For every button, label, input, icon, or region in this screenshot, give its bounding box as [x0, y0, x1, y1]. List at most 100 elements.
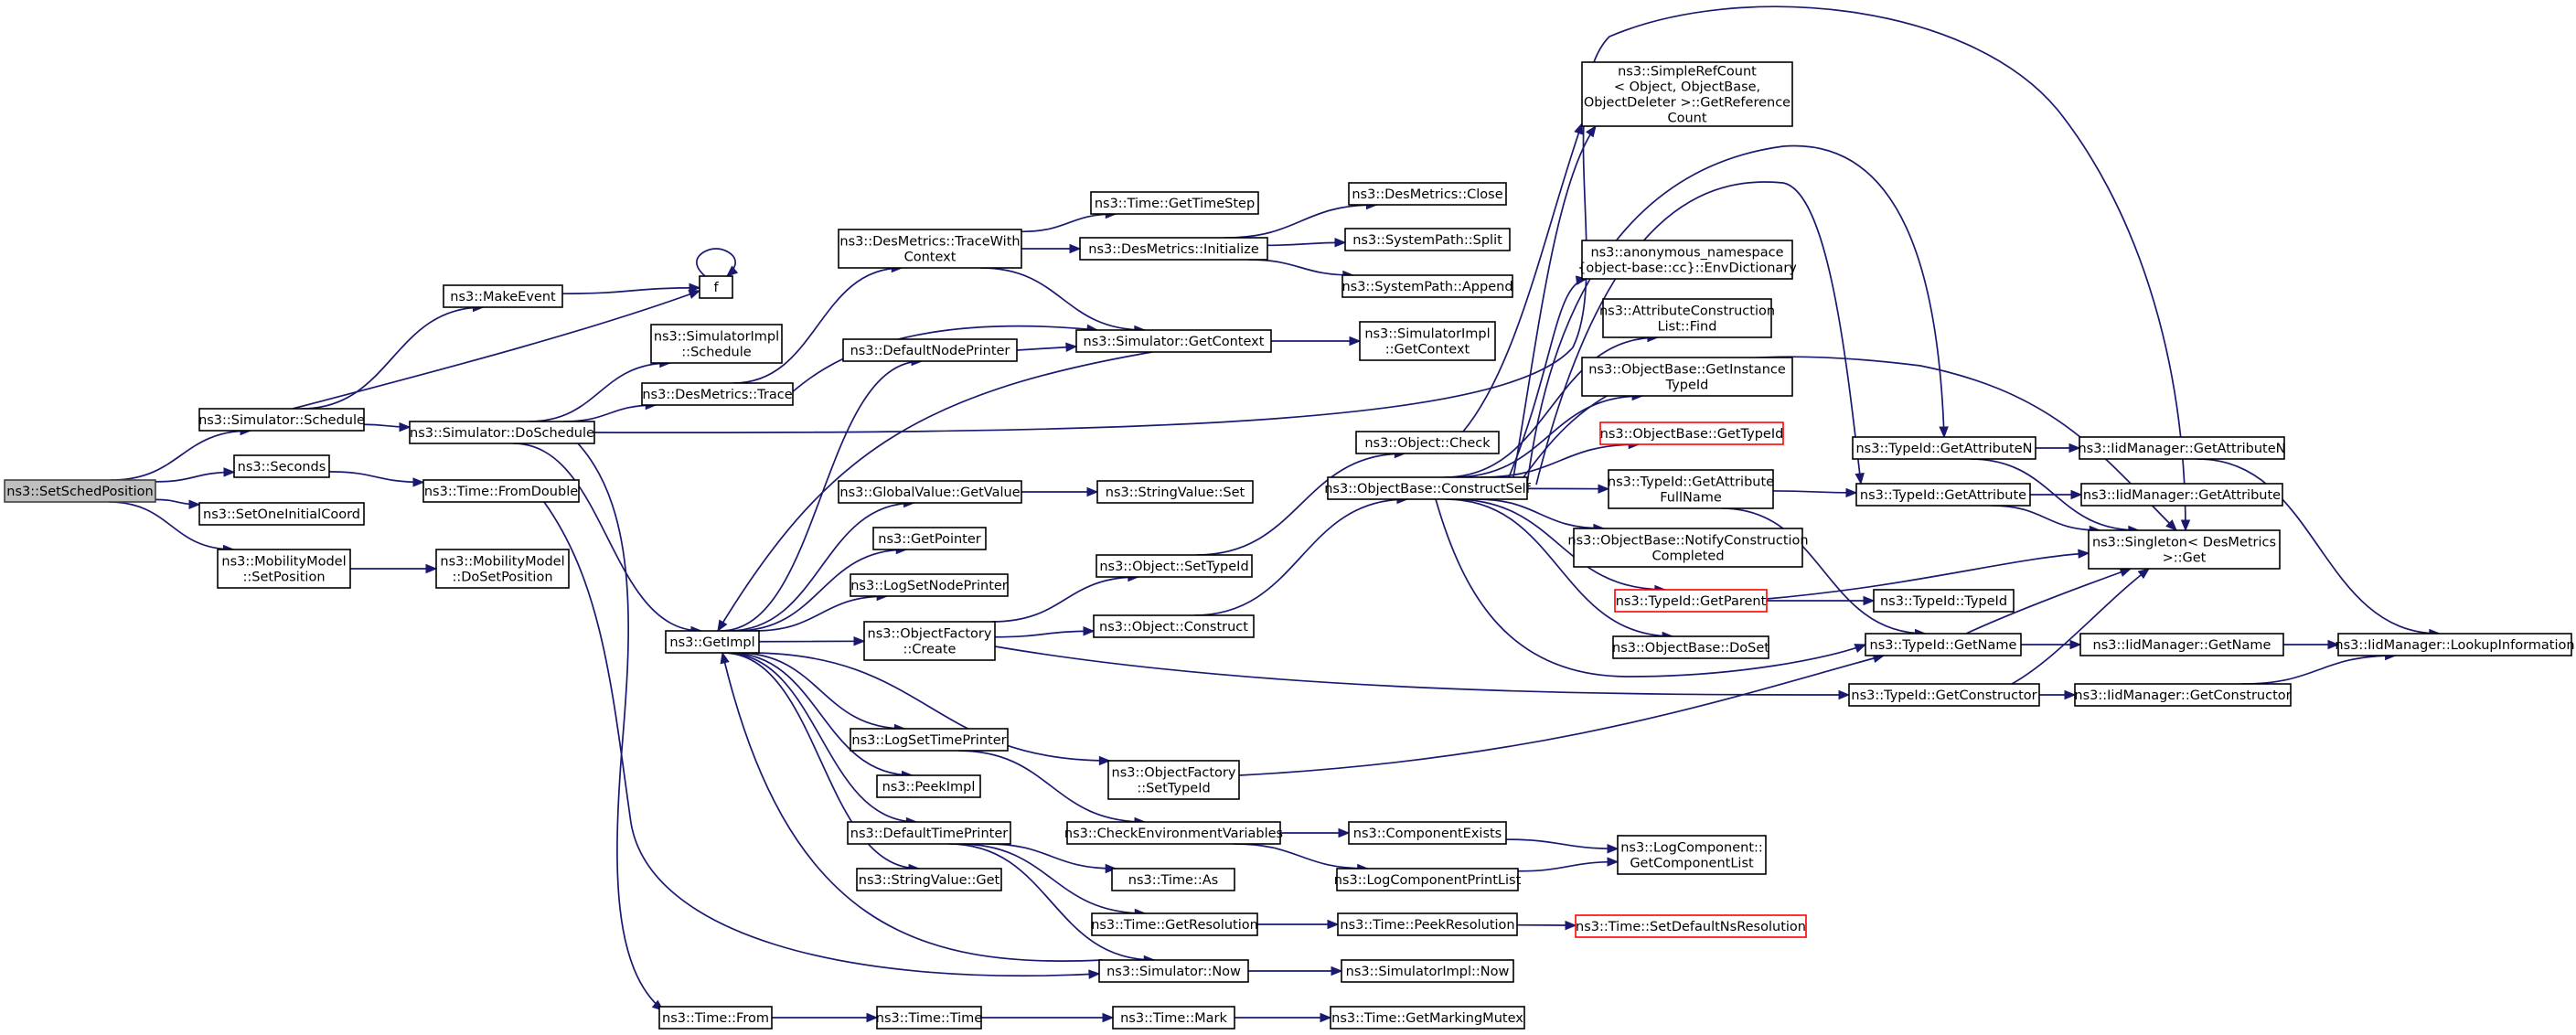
node-box — [198, 408, 365, 432]
node-box — [1602, 298, 1772, 338]
node-objectbase_notifyconstructioncompleted[interactable]: ns3::ObjectBase::NotifyConstructionCompl… — [1567, 528, 1809, 568]
node-simimpl_getcontext[interactable]: ns3::SimulatorImpl::GetContext — [1359, 321, 1496, 361]
edge-objectfactory_create-to-object_construct — [994, 630, 1095, 638]
node-time_as[interactable]: ns3::Time::As — [1111, 868, 1235, 891]
node-seconds[interactable]: ns3::Seconds — [233, 454, 330, 478]
node-setoneinitialcoord[interactable]: ns3::SetOneInitialCoord — [198, 502, 365, 526]
node-box — [2337, 633, 2572, 656]
node-objectbase_doset[interactable]: ns3::ObjectBase::DoSet — [1612, 635, 1769, 659]
edge-setschedposition-to-seconds-arrowhead — [223, 467, 236, 477]
node-systempath_append[interactable]: ns3::SystemPath::Append — [1341, 274, 1513, 298]
node-stringvalue_set[interactable]: ns3::StringValue::Set — [1096, 480, 1254, 504]
node-iidmanager_getattributen[interactable]: ns3::IidManager::GetAttributeN — [2078, 436, 2286, 460]
node-desmetrics_close[interactable]: ns3::DesMetrics::Close — [1348, 182, 1507, 206]
edge-typeid_getconstructor-to-singleton_get — [2011, 568, 2150, 685]
node-time_getmarkingmutex[interactable]: ns3::Time::GetMarkingMutex — [1330, 1006, 1525, 1030]
node-desmetrics_trace[interactable]: ns3::DesMetrics::Trace — [641, 382, 794, 406]
node-systempath_split[interactable]: ns3::SystemPath::Split — [1344, 228, 1511, 251]
node-time_getresolution[interactable]: ns3::Time::GetResolution — [1091, 912, 1258, 936]
node-iidmanager_getattribute[interactable]: ns3::IidManager::GetAttribute — [2080, 483, 2283, 507]
node-label: ns3::Singleton< DesMetrics — [2092, 536, 2276, 550]
node-time_time[interactable]: ns3::Time::Time — [876, 1006, 983, 1030]
node-logcomponent_getcomponentlist[interactable]: ns3::LogComponent::GetComponentList — [1617, 835, 1767, 875]
node-box — [641, 382, 794, 406]
node-iidmanager_getconstructor[interactable]: ns3::IidManager::GetConstructor — [2074, 683, 2292, 707]
node-sim_getcontext[interactable]: ns3::Simulator::GetContext — [1075, 329, 1272, 353]
node-simplerefcount[interactable]: ns3::SimpleRefCount< Object, ObjectBase,… — [1581, 61, 1793, 127]
node-iidmanager_getname[interactable]: ns3::IidManager::GetName — [2079, 633, 2284, 656]
node-label: ns3::ObjectFactory — [868, 627, 992, 642]
node-box — [1341, 959, 1514, 983]
node-getpointer[interactable]: ns3::GetPointer — [872, 527, 987, 550]
node-label: f — [713, 281, 719, 295]
node-f[interactable]: f — [699, 275, 733, 299]
node-objectfactory_settypeid[interactable]: ns3::ObjectFactory::SetTypeId — [1107, 760, 1240, 800]
node-envdictionary[interactable]: ns3::anonymous_namespace{object-base::cc… — [1577, 240, 1797, 280]
node-logsettimeprinter[interactable]: ns3::LogSetTimePrinter — [850, 728, 1009, 752]
node-object_settypeid[interactable]: ns3::Object::SetTypeId — [1096, 554, 1253, 578]
edge-sim_schedule-to-f — [292, 290, 700, 410]
node-time_setdefaultnsresolution[interactable]: ns3::Time::SetDefaultNsResolution — [1575, 914, 1807, 938]
node-sim_doschedule[interactable]: ns3::Simulator::DoSchedule — [409, 421, 595, 444]
node-simimpl_now[interactable]: ns3::SimulatorImpl::Now — [1341, 959, 1514, 983]
edge-sim_doschedule-to-singleton_get-arrowhead — [2180, 519, 2191, 532]
node-typeid_typeid[interactable]: ns3::TypeId::TypeId — [1873, 589, 2015, 613]
node-mm_setposition[interactable]: ns3::MobilityModel::SetPosition — [217, 549, 351, 589]
node-label: ns3::Object::Check — [1364, 436, 1491, 451]
edge-objectbase_constructself-to-simplerefcount — [1512, 125, 1597, 478]
edge-typeid_getparent-to-singleton_get-arrowhead — [2078, 549, 2090, 559]
node-box — [1336, 868, 1519, 891]
node-makeevent[interactable]: ns3::MakeEvent — [443, 284, 563, 308]
node-componentexists[interactable]: ns3::ComponentExists — [1348, 821, 1507, 845]
edge-f-to-f — [696, 248, 736, 277]
edge-setschedposition-to-setoneinitialcoord-arrowhead — [188, 499, 201, 510]
node-typeid_getparent[interactable]: ns3::TypeId::GetParent — [1614, 589, 1768, 613]
node-label: ns3::IidManager::GetAttributeN — [2078, 442, 2285, 456]
node-desmetrics_initialize[interactable]: ns3::DesMetrics::Initialize — [1079, 237, 1268, 261]
node-object_construct[interactable]: ns3::Object::Construct — [1093, 614, 1255, 638]
node-time_from[interactable]: ns3::Time::From — [658, 1006, 773, 1030]
node-checkenvvars[interactable]: ns3::CheckEnvironmentVariables — [1064, 821, 1283, 845]
node-typeid_getattribute[interactable]: ns3::TypeId::GetAttribute — [1855, 483, 2031, 507]
node-label: ns3::PeekImpl — [882, 780, 976, 795]
edge-typeid_getconstructor-to-singleton_get-arrowhead — [2137, 568, 2151, 580]
node-stringvalue_get[interactable]: ns3::StringValue::Get — [856, 868, 1002, 891]
edge-logcomponentprintlist-to-logcomponent_getcomponentlist — [1517, 860, 1619, 872]
node-time_gettimestep[interactable]: ns3::Time::GetTimeStep — [1090, 191, 1259, 215]
node-label: ns3::Time::GetMarkingMutex — [1331, 1011, 1523, 1026]
node-defaulttimeprinter[interactable]: ns3::DefaultTimePrinter — [847, 821, 1011, 845]
edge-typeid_getattributen-to-iidmanager_getattributen-arrowhead — [2068, 443, 2081, 453]
node-label: ns3::DesMetrics::TraceWith — [839, 235, 1020, 250]
node-typeid_getattributen[interactable]: ns3::TypeId::GetAttributeN — [1852, 436, 2036, 460]
node-sim_schedule[interactable]: ns3::Simulator::Schedule — [198, 408, 365, 432]
edge-sim_doschedule-to-desmetrics_trace — [563, 404, 657, 422]
node-typeid_getconstructor[interactable]: ns3::TypeId::GetConstructor — [1848, 683, 2040, 707]
node-mm_dosetposition[interactable]: ns3::MobilityModel::DoSetPosition — [435, 549, 570, 589]
node-singleton_get[interactable]: ns3::Singleton< DesMetrics>::Get — [2088, 529, 2281, 570]
node-time_peekresolution[interactable]: ns3::Time::PeekResolution — [1337, 912, 1518, 936]
node-logsetnodeprinter[interactable]: ns3::LogSetNodePrinter — [850, 573, 1009, 597]
node-objectbase_constructself[interactable]: ns3::ObjectBase::ConstructSelf — [1324, 476, 1532, 500]
node-globalvalue_getvalue[interactable]: ns3::GlobalValue::GetValue — [838, 480, 1022, 504]
node-objectfactory_create[interactable]: ns3::ObjectFactory::Create — [863, 621, 996, 661]
node-iidmanager_lookupinformation[interactable]: ns3::IidManager::LookupInformation — [2335, 633, 2575, 656]
node-logcomponentprintlist[interactable]: ns3::LogComponentPrintList — [1334, 868, 1522, 891]
node-label: ns3::Time::GetResolution — [1091, 918, 1258, 933]
node-getimpl[interactable]: ns3::GetImpl — [665, 630, 760, 654]
node-typeid_getname[interactable]: ns3::TypeId::GetName — [1865, 633, 2022, 656]
node-time_fromdouble[interactable]: ns3::Time::FromDouble — [422, 479, 580, 503]
node-simimpl_schedule[interactable]: ns3::SimulatorImpl::Schedule — [650, 324, 783, 364]
node-sim_now[interactable]: ns3::Simulator::Now — [1098, 959, 1249, 983]
node-label: ns3::Time::Mark — [1120, 1011, 1227, 1026]
node-box — [435, 549, 570, 589]
node-object_check[interactable]: ns3::Object::Check — [1355, 431, 1500, 454]
node-time_mark[interactable]: ns3::Time::Mark — [1112, 1006, 1235, 1030]
node-defaultnodeprinter[interactable]: ns3::DefaultNodePrinter — [842, 338, 1018, 362]
node-objectbase_gettypeid[interactable]: ns3::ObjectBase::GetTypeId — [1599, 421, 1784, 445]
node-setschedposition[interactable]: ns3::SetSchedPosition — [4, 479, 156, 503]
node-peekimpl[interactable]: ns3::PeekImpl — [876, 774, 981, 798]
